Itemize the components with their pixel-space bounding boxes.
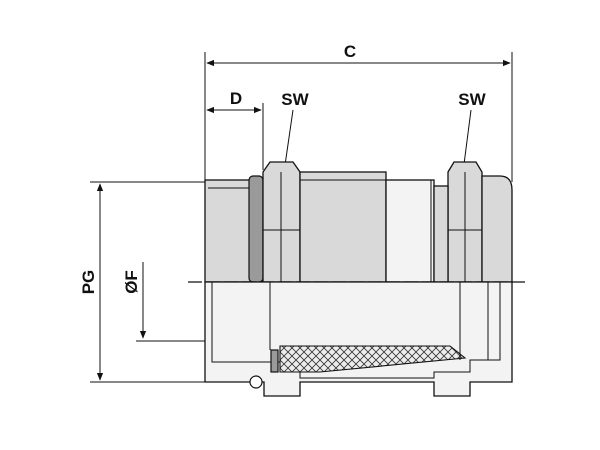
wrench-size-right: SW [458,90,487,173]
dimension-c-label: C [344,42,356,61]
dimension-c: C [204,42,513,182]
body-sleeve [299,171,387,283]
dimension-pg-label: PG [79,270,98,295]
seal-ring [248,175,264,283]
sw-right-label: SW [458,90,486,109]
o-ring [249,375,263,389]
seal-section [270,349,279,373]
dome-cap [481,175,513,283]
dimension-d-label: D [230,89,242,108]
sw-left-label: SW [281,90,309,109]
dimension-f-label: ØF [122,270,141,294]
gland-section-view [204,281,513,397]
gland-exterior-view [204,161,513,283]
thread-right [385,179,435,283]
wrench-size-left: SW [281,90,310,173]
dimension-d: D [206,89,264,170]
thread-section [204,179,256,283]
shield-mesh [279,345,467,373]
nut-collar [433,185,449,283]
dimension-pg: PG [79,181,208,383]
